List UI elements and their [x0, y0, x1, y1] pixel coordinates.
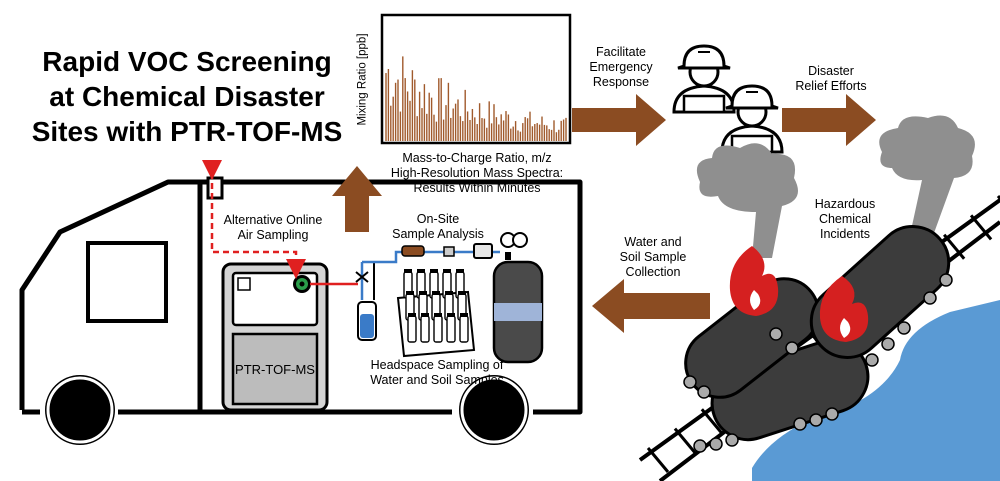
online-line-1: Alternative Online: [223, 213, 323, 227]
facilitate-line-2: Emergency: [589, 60, 653, 74]
flow-arrows: [332, 94, 876, 333]
truck-body-outline: [19, 179, 583, 415]
fire-icon: [729, 246, 779, 316]
vial: [433, 315, 443, 343]
page-title: Rapid VOC Screening at Chemical Disaster…: [22, 44, 352, 149]
vial-rack-icon: [396, 269, 476, 358]
hazard-line-2: Chemical: [818, 212, 872, 226]
vial: [407, 315, 417, 343]
facilitate-line-3: Response: [592, 75, 650, 89]
spectrum-x-label: Mass-to-Charge Ratio, m/z: [402, 151, 552, 165]
spectrum-bars: [385, 56, 567, 141]
online-air-sampling-label: Alternative Online Air Sampling: [214, 213, 332, 243]
arrow-to-relief: [782, 94, 876, 146]
facilitate-response-label: Facilitate Emergency Response: [575, 45, 667, 90]
hazard-line-3: Incidents: [819, 227, 871, 241]
cab-window: [86, 241, 168, 323]
spectrum-caption-line-2: Results Within Minutes: [413, 181, 541, 195]
facilitate-line-1: Facilitate: [595, 45, 647, 59]
water-line-3: Collection: [625, 265, 681, 279]
ptr-tof-ms-instrument: [221, 262, 329, 412]
instrument-label: PTR-TOF-MS: [235, 362, 315, 377]
spectrum-y-label: Mixing Ratio [ppb]: [356, 33, 369, 126]
vial: [420, 315, 430, 343]
disaster-scene: [638, 115, 1000, 481]
smoke-left: [696, 143, 798, 258]
water-soil-collection-label: Water and Soil Sample Collection: [603, 235, 703, 280]
spectrum-caption-line-1: High-Resolution Mass Spectra:: [390, 166, 564, 180]
firefighter-icon: [720, 84, 784, 154]
mobile-lab-truck: [19, 176, 583, 445]
spectrum-frame: [380, 13, 572, 145]
hazard-line-1: Hazardous: [814, 197, 876, 211]
water-line-1: Water and: [624, 235, 682, 249]
spectrum-y-label-box: Mixing Ratio [ppb]: [348, 18, 378, 142]
arrow-up-to-spectrum: [332, 166, 382, 232]
smoke-right: [879, 115, 975, 245]
tank-wheels: [683, 273, 953, 453]
relief-efforts-label: Disaster Relief Efforts: [776, 64, 886, 94]
onsite-analysis-label: On-Site Sample Analysis: [382, 212, 494, 242]
onsite-line-1: On-Site: [416, 212, 460, 226]
river: [752, 300, 1000, 481]
water-line-2: Soil Sample: [619, 250, 687, 264]
arrow-to-response: [572, 94, 666, 146]
title-line-3: Sites with PTR-TOF-MS: [31, 116, 343, 147]
title-line-2: at Chemical Disaster: [49, 81, 325, 112]
arrow-to-sampling: [592, 279, 710, 333]
fire-icon: [819, 276, 869, 342]
air-inlet: [206, 176, 224, 200]
gas-cylinder-icon: [492, 252, 544, 364]
hazardous-incidents-label: Hazardous Chemical Incidents: [800, 197, 890, 242]
onsite-line-2: Sample Analysis: [392, 227, 484, 241]
sample-analysis-lines: [310, 232, 528, 341]
mass-spectrum-chart: [380, 13, 572, 145]
firefighter-icon: [672, 44, 736, 114]
relief-line-2: Relief Efforts: [795, 79, 867, 93]
title-line-1: Rapid VOC Screening: [42, 46, 332, 77]
headspace-sampling-label: Headspace Sampling of Water and Soil Sam…: [362, 358, 512, 388]
online-air-sampling-line: [210, 163, 306, 279]
vial: [446, 315, 456, 343]
online-line-2: Air Sampling: [237, 228, 309, 242]
spectrum-caption: Mass-to-Charge Ratio, m/z High-Resolutio…: [372, 151, 582, 196]
headspace-line-1: Headspace Sampling of: [370, 358, 504, 372]
relief-line-1: Disaster: [808, 64, 854, 78]
headspace-line-2: Water and Soil Samples: [370, 373, 504, 387]
vial: [459, 315, 469, 343]
